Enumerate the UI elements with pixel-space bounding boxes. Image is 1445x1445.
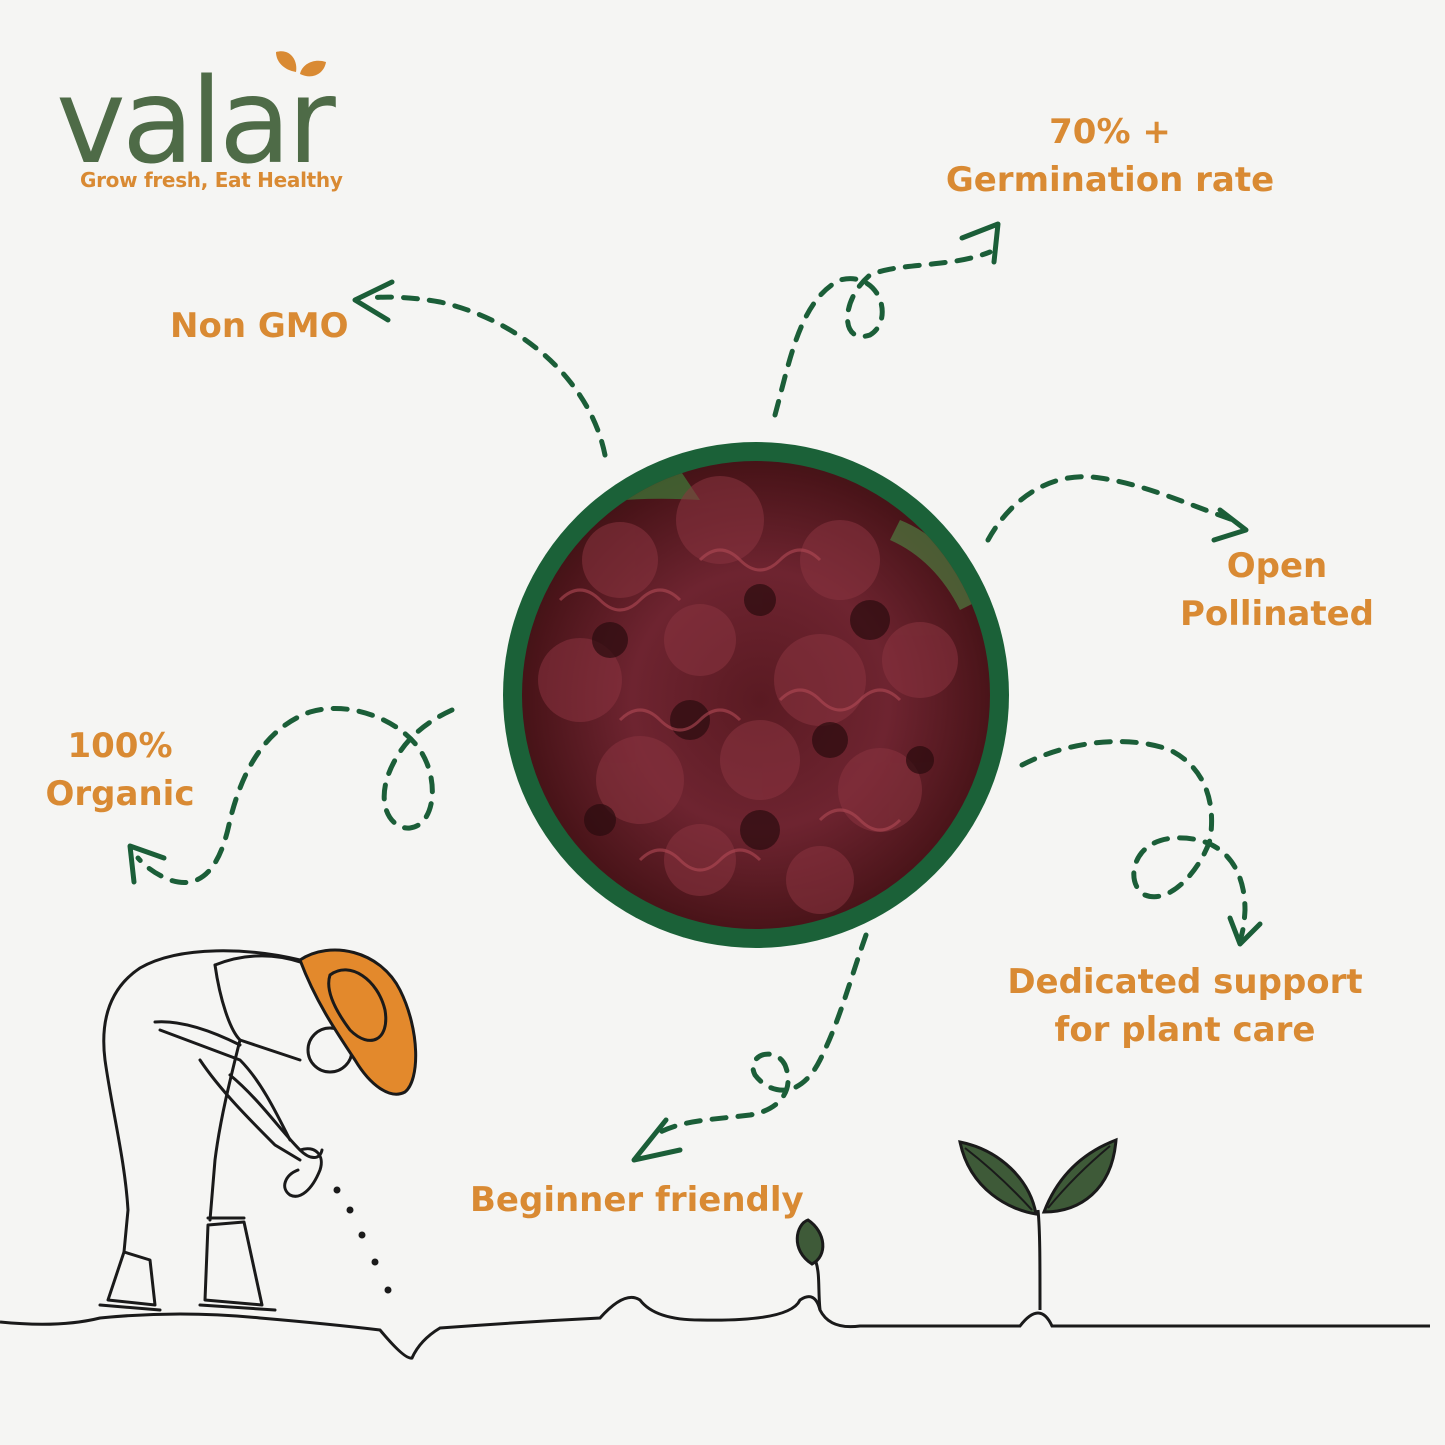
feature-beginner-label: Beginner friendly [470, 1180, 804, 1220]
brand-logo: valar [56, 52, 336, 190]
arrow-germination [772, 249, 993, 418]
feature-support-line2: for plant care [1054, 1010, 1316, 1050]
leaf-logo-icon [276, 51, 326, 77]
arrow-support [1019, 739, 1248, 943]
arrowhead-beginner [631, 1117, 683, 1163]
feature-germination: 70% + Germination rate [940, 108, 1280, 204]
feature-support: Dedicated support for plant care [1005, 958, 1365, 1054]
product-image [503, 442, 1009, 948]
arrow-beginner [652, 932, 869, 1138]
arrowhead-non-gmo [352, 279, 395, 323]
arrowhead-support [1227, 915, 1263, 947]
arrow-organic [135, 706, 455, 885]
arrowhead-germination [959, 221, 1001, 265]
arrowheads [127, 221, 1263, 1163]
sprout-bud-icon [795, 1218, 825, 1311]
feature-non-gmo-label: Non GMO [170, 306, 349, 346]
arrow-non-gmo [365, 294, 608, 458]
seedling-icon [958, 1137, 1118, 1311]
feature-non-gmo: Non GMO [170, 302, 350, 350]
feature-open-pollinated-line2: Pollinated [1179, 594, 1375, 634]
feature-organic: 100% Organic [40, 722, 200, 818]
feature-support-line1: Dedicated support [1007, 962, 1363, 1002]
arrow-open-pollinated [985, 474, 1243, 543]
brand-tagline: Grow fresh, Eat Healthy [80, 168, 343, 192]
arrowhead-organic [127, 843, 167, 885]
farmer-hat-icon [298, 948, 418, 1096]
arrows [135, 249, 1248, 1138]
lettuce-photo [522, 461, 990, 929]
feature-open-pollinated-line1: Open [1226, 546, 1328, 586]
feature-organic-line1: 100% [67, 726, 173, 766]
feature-open-pollinated: Open Pollinated [1172, 542, 1382, 638]
arrowhead-open-pollinated [1211, 507, 1249, 543]
feature-germination-line2: Germination rate [945, 160, 1275, 200]
feature-germination-line1: 70% + [1049, 112, 1171, 152]
feature-organic-line2: Organic [45, 774, 195, 814]
feature-beginner: Beginner friendly [470, 1176, 804, 1224]
